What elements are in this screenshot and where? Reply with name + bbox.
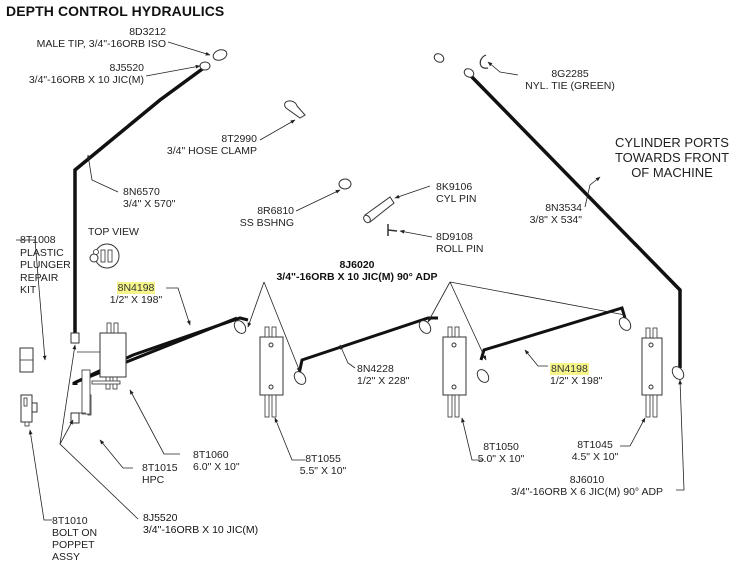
- top-view-icon: [89, 243, 120, 269]
- fitting-8J5520-upper: [70, 332, 80, 344]
- plastic-plunger-kit: [19, 347, 34, 373]
- cyl-pin-icon: [363, 196, 395, 224]
- label-8N4198-right: 8N4198 1/2" X 198": [550, 363, 603, 387]
- cylinder-8T1050: [442, 326, 467, 418]
- highlight-8N4198-right: 8N4198: [550, 363, 589, 375]
- top-fittings: [199, 49, 475, 78]
- label-8T1008: 8T1008 PLASTIC PLUNGER REPAIR KIT: [20, 234, 71, 296]
- nylon-tie-icon: [479, 54, 489, 69]
- hose-clamp-icon: [284, 100, 306, 119]
- roll-pin-icon: [387, 224, 398, 236]
- cylinder-8T1060: [87, 322, 127, 416]
- hose-8N3534: [468, 73, 682, 368]
- poppet-assy: [20, 394, 38, 427]
- label-top-view: TOP VIEW: [88, 226, 139, 238]
- hose-8N4228: [297, 316, 438, 375]
- label-8N4198-left: 8N4198 1/2" X 198": [109, 282, 163, 306]
- elbow-fittings: [233, 317, 685, 385]
- hose-8N6570: [73, 65, 207, 333]
- hose-8N4198-b: [479, 306, 627, 361]
- bushing-icon: [338, 178, 352, 190]
- page-title: DEPTH CONTROL HYDRAULICS: [6, 3, 225, 19]
- cylinder-8T1045: [641, 327, 663, 418]
- fitting-8J5520-lower: [70, 412, 80, 424]
- cylinder-8T1055: [259, 326, 284, 418]
- hose-8N4198-left: [72, 316, 249, 385]
- leader-lines: [16, 41, 685, 521]
- hose-8N4198-a: [74, 316, 238, 385]
- label-8T1010: 8T1010 BOLT ON POPPET ASSY: [52, 515, 98, 563]
- highlight-8N4198-left: 8N4198: [116, 282, 156, 294]
